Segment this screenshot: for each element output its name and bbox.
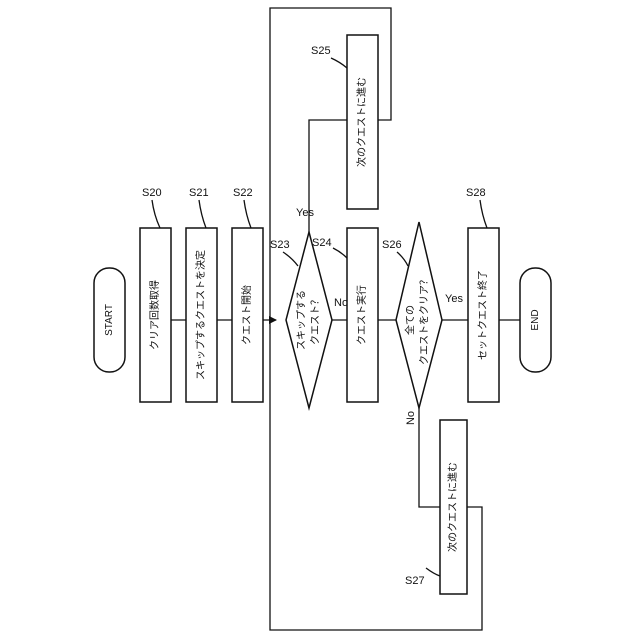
step-s25-id: S25: [311, 45, 331, 57]
decision-s23-yes: Yes: [296, 207, 314, 219]
step-s22-text: クエスト開始: [240, 285, 253, 345]
decision-s23-id: S23: [270, 239, 290, 251]
decision-s23-no: No: [334, 297, 348, 309]
step-s28: セットクエスト終了 S28: [466, 187, 499, 402]
step-s24-id: S24: [312, 237, 332, 249]
step-s21-id: S21: [189, 187, 209, 199]
step-s25-leader: [331, 58, 347, 68]
step-s27-text: 次のクエストに進む: [446, 462, 459, 552]
step-s27-leader: [426, 568, 440, 576]
step-s20-id: S20: [142, 187, 162, 199]
step-s22-leader: [244, 200, 251, 228]
decision-s23-line2: クエスト？: [310, 295, 322, 345]
decision-s26-id: S26: [382, 239, 402, 251]
step-s24-leader: [333, 248, 347, 258]
end-terminal: END: [520, 268, 551, 372]
decision-s23-leader: [283, 252, 298, 266]
step-s21: スキップするクエストを決定 S21: [186, 187, 217, 402]
step-s22: クエスト開始 S22: [232, 187, 263, 402]
connector-s26-no: [419, 408, 440, 507]
step-s28-text: セットクエスト終了: [476, 270, 489, 360]
decision-s26-line2: クエストをクリア？: [419, 275, 431, 365]
decision-s23-line1: スキップする: [296, 290, 308, 350]
step-s25-text: 次のクエストに進む: [355, 77, 368, 167]
step-s21-leader: [199, 200, 206, 228]
step-s25: 次のクエストに進む S25: [311, 35, 378, 209]
decision-s26-leader: [397, 252, 408, 266]
step-s22-id: S22: [233, 187, 253, 199]
step-s28-id: S28: [466, 187, 486, 199]
decision-s26-no: No: [405, 411, 417, 425]
start-terminal: START: [94, 268, 125, 372]
decision-s26-yes: Yes: [445, 293, 463, 305]
step-s20: クリア回数取得 S20: [140, 187, 171, 402]
step-s20-leader: [152, 200, 160, 228]
decision-s26-line1: 全ての: [404, 305, 417, 335]
step-s28-leader: [480, 200, 487, 228]
decision-s23: スキップする クエスト？ S23 Yes No: [270, 207, 348, 408]
decision-s26: 全ての クエストをクリア？ S26 Yes No: [382, 222, 463, 425]
step-s21-text: スキップするクエストを決定: [194, 250, 207, 380]
step-s27-id: S27: [405, 575, 425, 587]
step-s20-text: クリア回数取得: [148, 280, 161, 350]
start-label: START: [104, 304, 115, 336]
end-label: END: [530, 309, 541, 330]
connector-s23-yes: [309, 120, 347, 232]
step-s24-text: クエスト実行: [355, 285, 368, 345]
